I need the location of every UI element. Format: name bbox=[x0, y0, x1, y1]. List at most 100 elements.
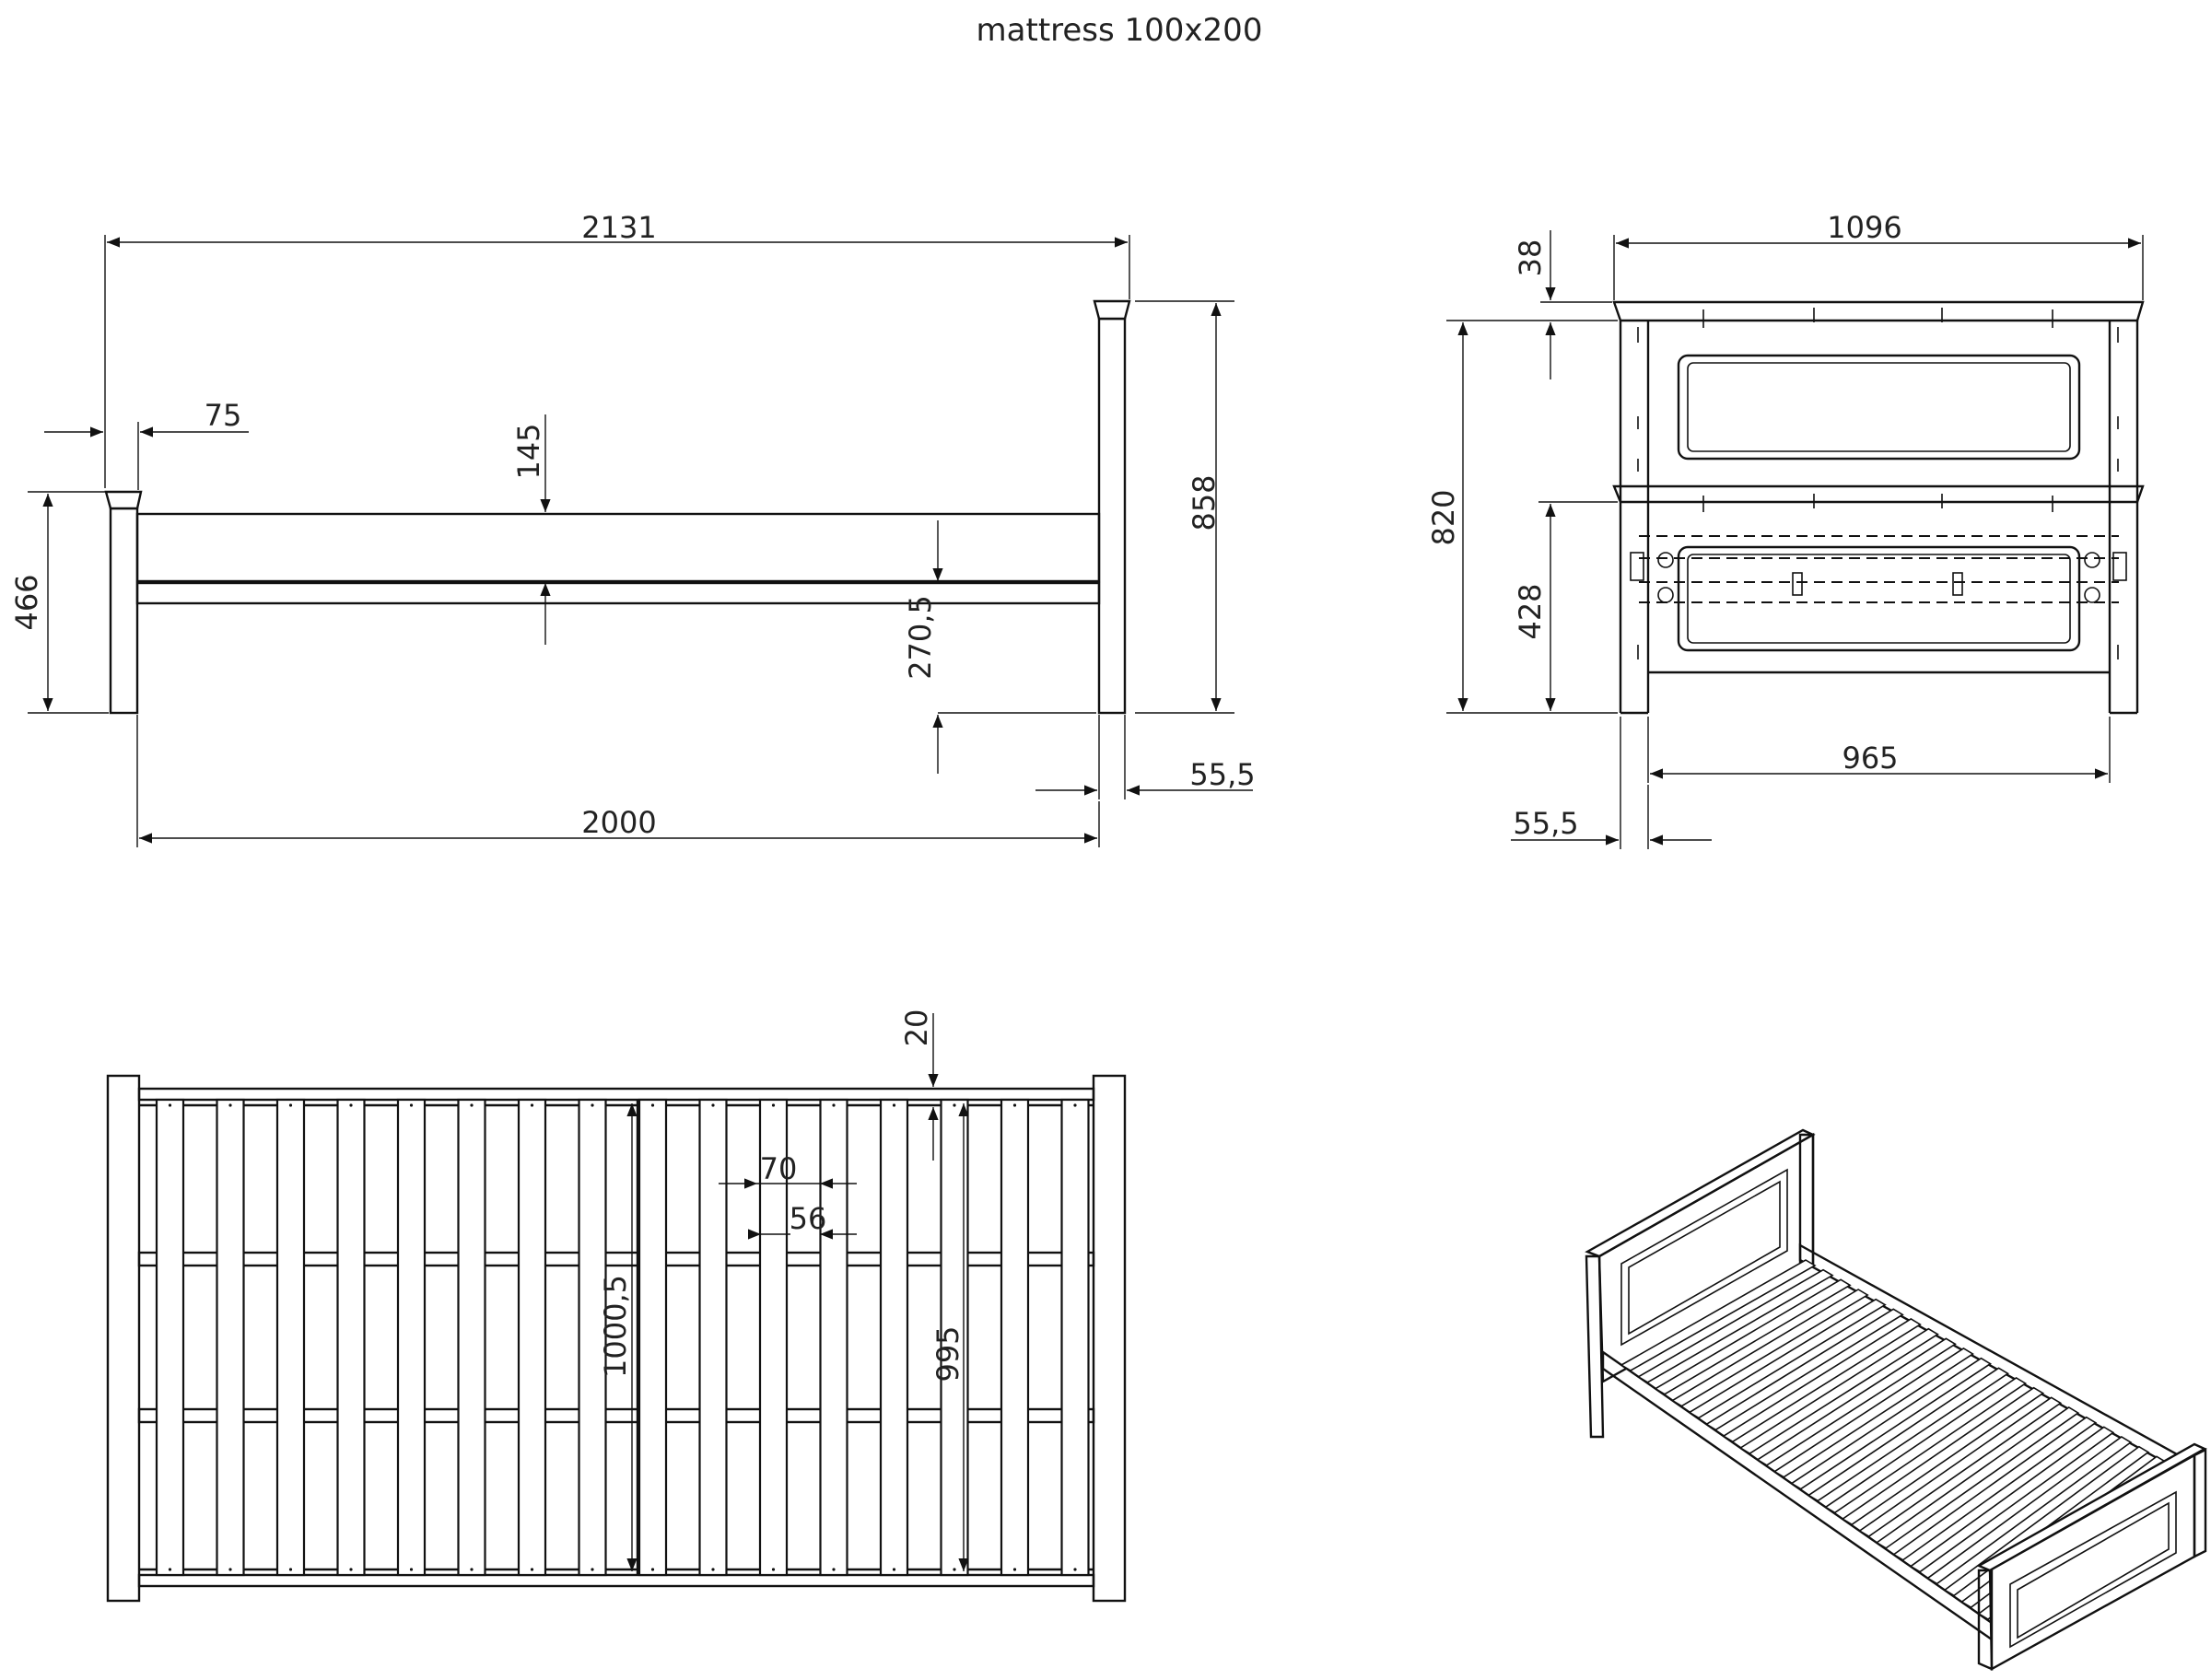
slat-screw bbox=[892, 1568, 896, 1571]
top-view: 20 70 56 1000,5 995 bbox=[106, 1009, 1127, 1603]
dim-rail-gap-label: 145 bbox=[511, 423, 546, 479]
iso-slat bbox=[1841, 1386, 2045, 1526]
head-board-top bbox=[1092, 1074, 1127, 1603]
foot-post bbox=[109, 507, 139, 715]
slat bbox=[638, 1098, 668, 1577]
slat-screw bbox=[1073, 1568, 1077, 1571]
dim-total-length: 2131 bbox=[104, 210, 1130, 488]
iso-slat bbox=[1636, 1268, 1834, 1383]
slat-screw bbox=[470, 1568, 474, 1571]
iso-slat bbox=[1620, 1259, 1817, 1371]
iso-slat bbox=[1858, 1396, 2063, 1537]
slat-rail bbox=[135, 581, 1101, 605]
iso-slat bbox=[1704, 1308, 1904, 1431]
right-side-rail bbox=[137, 1573, 1095, 1588]
dim-leg-offset: 55,5 bbox=[1035, 715, 1256, 799]
slat bbox=[396, 1098, 427, 1577]
head-post bbox=[1097, 317, 1127, 715]
slat-screw bbox=[771, 1103, 776, 1107]
dim-slat-pitch-label: 70 bbox=[760, 1151, 798, 1186]
iso-slat bbox=[1688, 1298, 1887, 1419]
slat-screw bbox=[832, 1568, 836, 1571]
slat bbox=[336, 1098, 366, 1577]
footboard-cap bbox=[1612, 484, 2145, 504]
slat-screw bbox=[530, 1103, 534, 1107]
slat-screw bbox=[771, 1568, 776, 1571]
iso-slat bbox=[1926, 1436, 2133, 1585]
dim-inner-length: 2000 bbox=[136, 715, 1100, 847]
dim-slat-length: 995 bbox=[930, 1103, 969, 1571]
dim-end-leg-offset-label: 55,5 bbox=[1513, 806, 1578, 841]
iso-slat bbox=[1738, 1327, 1939, 1454]
dim-slat-pitch: 70 bbox=[719, 1151, 857, 1189]
dim-total-width: 1096 bbox=[1613, 210, 2144, 300]
slat bbox=[1000, 1098, 1030, 1577]
dim-footboard-height-label: 466 bbox=[9, 574, 44, 630]
dim-rail-height-label: 270,5 bbox=[903, 595, 938, 680]
dim-top-inner-width-label: 1000,5 bbox=[598, 1275, 633, 1378]
slat-screw bbox=[349, 1568, 353, 1571]
slat bbox=[155, 1098, 185, 1577]
dim-footboard-height: 466 bbox=[9, 491, 109, 714]
dim-top-inner-width: 1000,5 bbox=[598, 1103, 638, 1571]
slat-screw bbox=[711, 1568, 715, 1571]
slat bbox=[1060, 1098, 1090, 1577]
dim-inner-length-label: 2000 bbox=[581, 805, 656, 840]
iso-slat bbox=[1670, 1289, 1869, 1407]
slat bbox=[517, 1098, 547, 1577]
dim-inner-width: 965 bbox=[1647, 717, 2111, 783]
dim-inner-width-label: 965 bbox=[1842, 741, 1898, 776]
dim-end-height: 820 bbox=[1426, 322, 1618, 714]
slat-screw bbox=[591, 1103, 594, 1107]
slat-screw bbox=[288, 1103, 293, 1107]
slat-screw bbox=[711, 1103, 715, 1107]
slat-screw bbox=[409, 1103, 414, 1107]
head-post-cap bbox=[1093, 299, 1131, 321]
dim-total-width-label: 1096 bbox=[1827, 210, 1901, 245]
iso-slat bbox=[1824, 1377, 2028, 1514]
slat-screw bbox=[953, 1103, 956, 1107]
slat-group bbox=[155, 1098, 1090, 1577]
slat-screw bbox=[650, 1568, 655, 1571]
dim-cap-height-label: 38 bbox=[1513, 239, 1548, 277]
dim-post-width-label: 75 bbox=[205, 398, 242, 433]
slat-screw bbox=[349, 1103, 353, 1107]
slat-screw bbox=[228, 1103, 232, 1107]
side-rail bbox=[135, 512, 1101, 583]
slat bbox=[879, 1098, 909, 1577]
dim-cap-height: 38 bbox=[1446, 230, 1618, 379]
slat-screw bbox=[288, 1568, 293, 1571]
slat bbox=[698, 1098, 728, 1577]
slat bbox=[216, 1098, 245, 1577]
headboard-panel bbox=[1677, 354, 2081, 461]
slat-screw bbox=[591, 1568, 594, 1571]
dim-footboard-end-height-label: 428 bbox=[1513, 583, 1548, 639]
iso-slat bbox=[1892, 1416, 2098, 1561]
slat bbox=[578, 1098, 607, 1577]
foot-post-cap bbox=[104, 490, 143, 510]
end-view: 1096 38 820 428 965 bbox=[1426, 210, 2145, 849]
dim-slat-length-label: 995 bbox=[930, 1325, 965, 1382]
slat bbox=[457, 1098, 486, 1577]
slat-screw bbox=[168, 1568, 172, 1571]
dim-headboard-height-label: 858 bbox=[1187, 474, 1222, 531]
slat-screw bbox=[530, 1568, 534, 1571]
iso-footboard-cap bbox=[1976, 1442, 2207, 1572]
iso-slat bbox=[1790, 1357, 1992, 1490]
slat-screw bbox=[1012, 1103, 1017, 1107]
drawing-title: mattress 100x200 bbox=[977, 12, 1263, 49]
slat-screw bbox=[1012, 1568, 1017, 1571]
slat-screw bbox=[228, 1568, 232, 1571]
side-view: 2131 75 466 858 145 bbox=[9, 210, 1256, 847]
dim-slat-width-label: 56 bbox=[790, 1201, 827, 1236]
slat-screw bbox=[1073, 1103, 1077, 1107]
iso-slat bbox=[1909, 1426, 2115, 1573]
footboard-panel bbox=[1677, 545, 2081, 652]
dim-rail-height: 270,5 bbox=[903, 520, 1096, 774]
slat bbox=[758, 1098, 789, 1577]
slat-screw bbox=[650, 1103, 655, 1107]
dim-total-length-label: 2131 bbox=[581, 210, 656, 245]
iso-slat bbox=[1807, 1367, 2010, 1502]
center-rail-1 bbox=[137, 1251, 1095, 1267]
